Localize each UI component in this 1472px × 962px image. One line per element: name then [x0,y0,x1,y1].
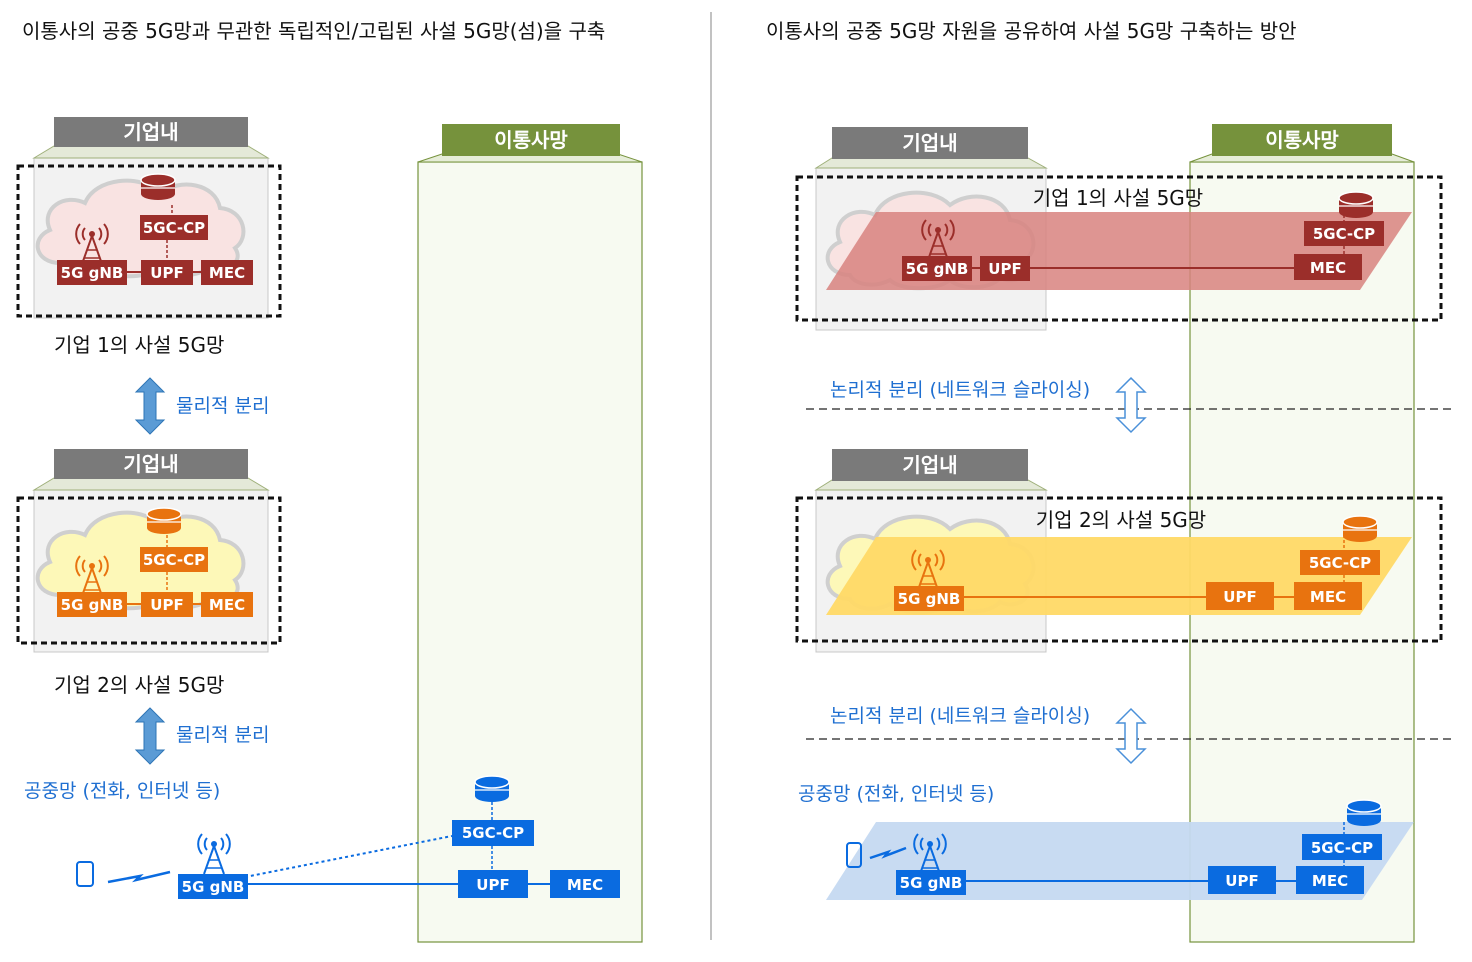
left-title: 이통사의 공중 5G망과 무관한 독립적인/고립된 사설 5G망(섬)을 구축 [22,19,605,43]
node-upf [458,870,528,898]
node-5gc-cp [140,547,208,572]
node-label: UPF [988,260,1021,278]
node-label: UPF [476,876,509,894]
node-5gc-cp [1302,834,1382,860]
node-mec [1294,254,1362,280]
node-gnb [896,870,966,895]
right-separator2: 논리적 분리 (네트워크 슬라이싱) [806,705,1456,765]
left-enterprise2: 기업내 5GC-CP 5G gNB UPF MEC 기업 2의 사설 5G망 [16,449,282,697]
left-operator-header: 이통사망 [494,128,568,152]
node-label: 5GC-CP [143,551,205,569]
node-mec [201,592,253,617]
right-separator1: 논리적 분리 (네트워크 슬라이싱) [806,376,1456,434]
left-e2-name: 기업 2의 사설 5G망 [54,673,224,697]
node-label: UPF [1223,588,1256,606]
node-mec [1294,582,1362,610]
node-label: MEC [567,876,603,894]
slice-band [826,212,1412,290]
right-public-label: 공중망 (전화, 인터넷 등) [798,783,994,805]
node-label: 5G gNB [61,596,124,614]
node-label: UPF [150,596,183,614]
database-icon [1346,799,1382,827]
node-5gc-cp [1300,550,1380,575]
right-sep2-label: 논리적 분리 (네트워크 슬라이싱) [830,705,1090,727]
node-gnb [178,874,248,899]
left-sep2-label: 물리적 분리 [176,724,269,746]
node-label: MEC [209,596,245,614]
node-label: UPF [1225,872,1258,890]
right-e2-name: 기업 2의 사설 5G망 [1036,508,1206,532]
node-label: 5G gNB [182,878,245,896]
node-label: 5G gNB [900,874,963,892]
left-separator2: 물리적 분리 [134,707,269,765]
right-title: 이통사의 공중 5G망 자원을 공유하여 사설 5G망 구축하는 방안 [766,19,1297,43]
node-gnb [894,586,964,611]
left-separator1: 물리적 분리 [134,377,269,435]
right-operator-header: 이통사망 [1265,128,1339,152]
node-upf [980,256,1030,281]
left-e2-header: 기업내 [123,452,178,476]
node-label: UPF [150,264,183,282]
node-gnb [57,592,127,617]
right-enterprise2: 기업내 기업 2의 사설 5G망 5G gNB UPF 5GC-CP MEC [795,449,1443,653]
left-operator-column: 이통사망 [417,124,643,943]
node-upf [141,592,193,617]
right-e2-header: 기업내 [902,453,957,477]
database-icon [1338,191,1374,219]
node-mec [201,260,253,285]
node-5gc-cp [1304,221,1384,246]
node-mec [550,870,620,898]
node-label: 5GC-CP [462,824,524,842]
left-public-network: 공중망 (전화, 인터넷 등) 5G gNB 5GC-CP UPF MEC [24,775,620,899]
right-e1-name: 기업 1의 사설 5G망 [1033,186,1203,210]
node-label: MEC [209,264,245,282]
left-public-label: 공중망 (전화, 인터넷 등) [24,780,220,802]
database-icon [474,775,510,803]
right-sep1-label: 논리적 분리 (네트워크 슬라이싱) [830,379,1090,401]
node-upf [141,260,193,285]
left-enterprise1: 기업내 5GC-CP 5G gNB UPF MEC 기업 1의 사설 5G망 [16,117,282,357]
left-e1-header: 기업내 [123,120,178,144]
node-label: 5G gNB [906,260,969,278]
node-label: 5G gNB [898,590,961,608]
right-e1-header: 기업내 [902,131,957,155]
node-label: 5GC-CP [1311,839,1373,857]
node-5gc-cp [140,215,208,240]
node-gnb [57,260,127,285]
phone-icon [76,861,94,887]
right-public-network: 공중망 (전화, 인터넷 등) 5G gNB UPF 5GC-CP MEC [798,783,1414,900]
node-label: MEC [1312,872,1348,890]
wireless-link-icon [107,870,171,884]
node-label: 5GC-CP [143,219,205,237]
node-label: MEC [1310,588,1346,606]
database-icon [1342,515,1378,543]
node-label: 5G gNB [61,264,124,282]
phone-icon [846,842,862,868]
node-gnb [902,256,972,281]
node-upf [1208,866,1276,894]
node-5gc-cp [452,820,534,846]
node-label: 5GC-CP [1313,225,1375,243]
left-sep1-label: 물리적 분리 [176,395,269,417]
left-e1-name: 기업 1의 사설 5G망 [54,333,224,357]
node-upf [1206,582,1274,610]
database-icon [146,507,182,535]
antenna-icon [197,833,231,875]
database-icon [140,173,176,201]
right-enterprise1: 기업내 기업 1의 사설 5G망 5G gNB UPF 5GC-CP MEC [795,127,1443,331]
node-label: MEC [1310,259,1346,277]
wireless-link-icon [869,846,907,860]
node-mec [1296,866,1364,894]
node-label: 5GC-CP [1309,554,1371,572]
